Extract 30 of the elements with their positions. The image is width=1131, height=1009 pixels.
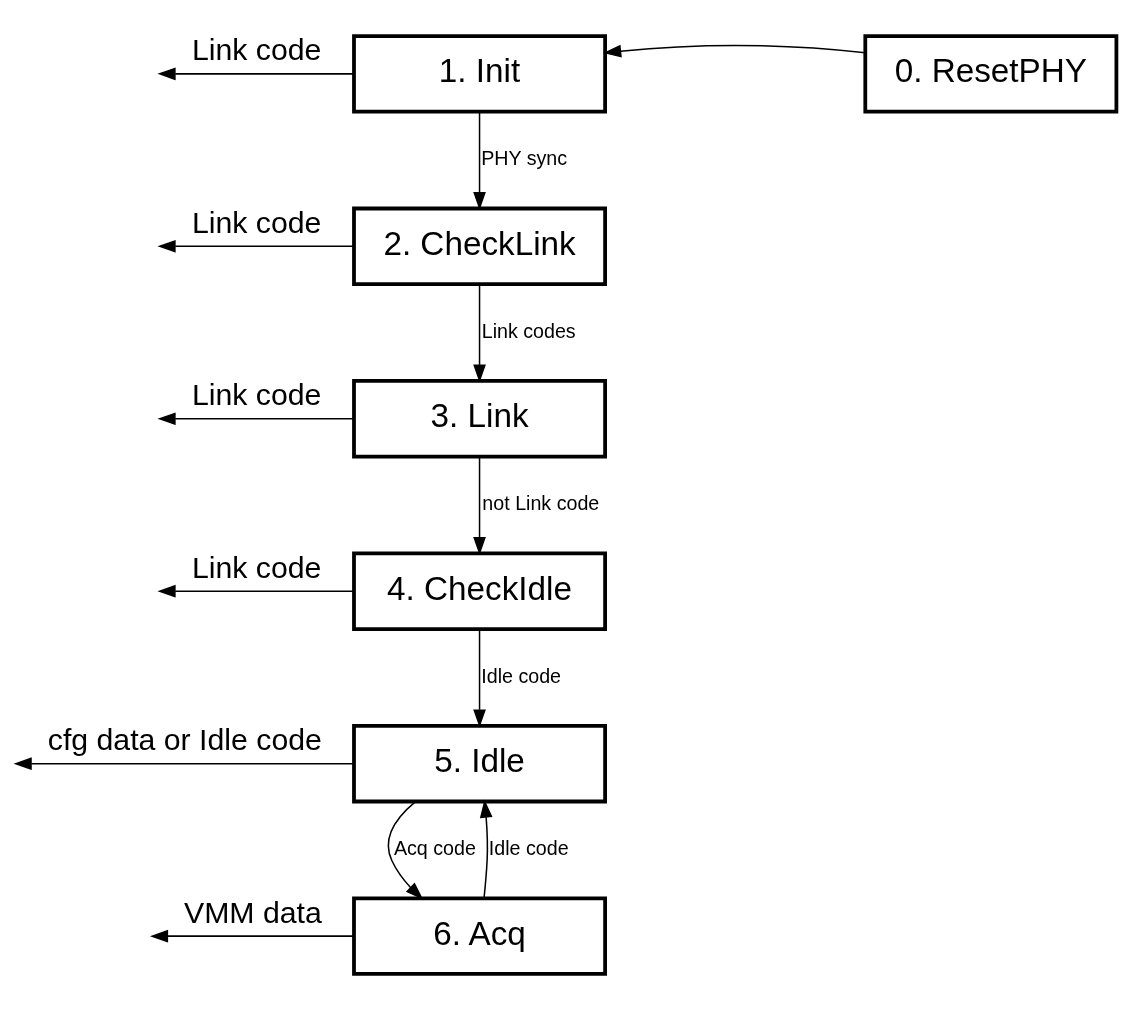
arrow bbox=[473, 455, 486, 555]
node-box: 0. ResetPHY bbox=[863, 33, 1119, 114]
node-box: 4. CheckIdle bbox=[352, 551, 607, 631]
arrow bbox=[13, 756, 355, 770]
edge-label: PHY sync bbox=[481, 146, 568, 169]
arrow bbox=[149, 929, 355, 942]
edge-label: not Link code bbox=[482, 491, 600, 514]
arrow bbox=[157, 67, 355, 80]
edge-label: Link code bbox=[191, 32, 322, 66]
edge-label: VMM data bbox=[183, 895, 322, 929]
arrow bbox=[479, 799, 493, 899]
arrow bbox=[157, 411, 355, 425]
edge-label: Acq code bbox=[393, 836, 476, 859]
edge-label: Idle code bbox=[488, 836, 569, 859]
edge-label: Link code bbox=[191, 377, 322, 411]
edge-label: Link code bbox=[191, 205, 322, 239]
arrow bbox=[387, 800, 424, 900]
arrow bbox=[157, 584, 355, 598]
node-box: 1. Init bbox=[352, 33, 607, 114]
node-box: 3. Link bbox=[352, 378, 607, 458]
arrow bbox=[603, 44, 866, 57]
arrow bbox=[157, 239, 355, 253]
arrow bbox=[473, 110, 486, 210]
edge-label: Link codes bbox=[481, 319, 576, 342]
node-box: 5. Idle bbox=[352, 723, 607, 803]
edge-label: Link code bbox=[191, 550, 322, 584]
edge-label: Idle code bbox=[481, 664, 562, 687]
node-box: 6. Acq bbox=[352, 895, 607, 976]
edge-label: cfg data or Idle code bbox=[47, 722, 322, 756]
node-box: 2. CheckLink bbox=[352, 206, 607, 286]
